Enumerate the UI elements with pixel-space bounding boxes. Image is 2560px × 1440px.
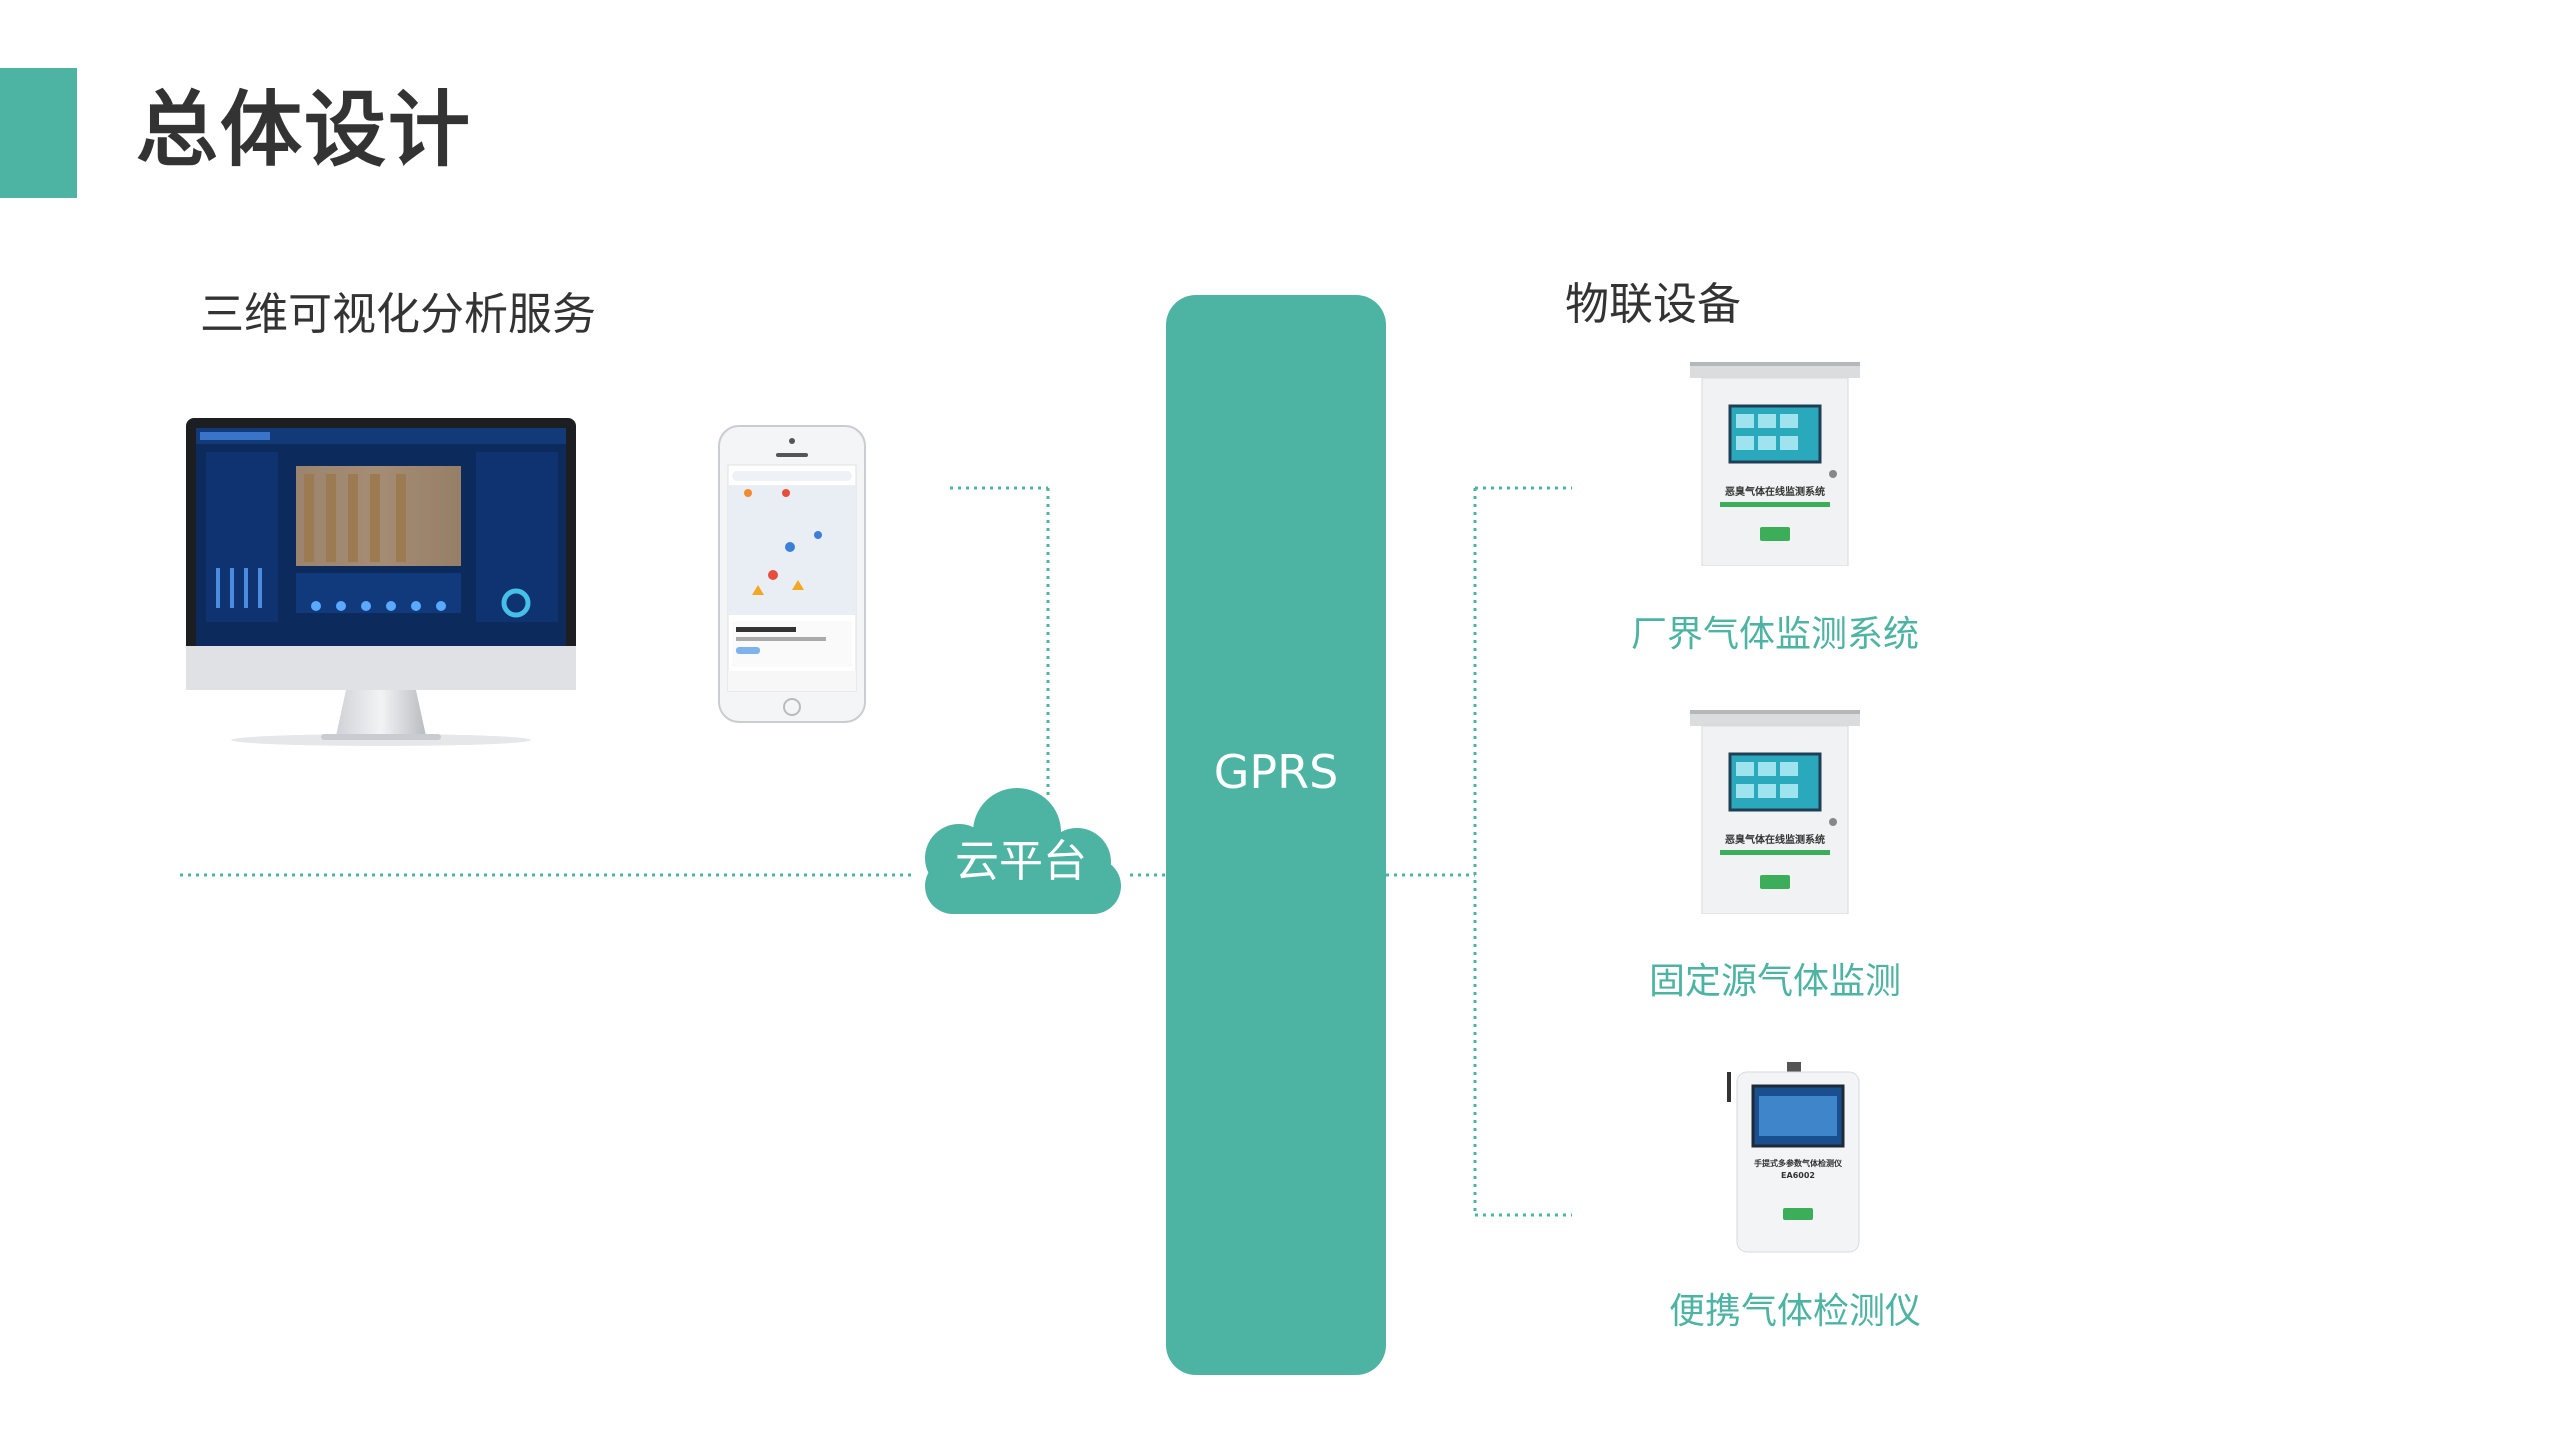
page-title: 总体设计 [136,83,473,178]
smartphone-icon [718,425,866,723]
device-1-label: 厂界气体监测系统 [1630,614,1919,655]
portable-gas-detector-icon: 手提式多参数气体检测仪 EA6002 [1727,1062,1860,1253]
device-3-label: 便携气体检测仪 [1668,1291,1921,1332]
desktop-monitor-icon [186,418,576,746]
gprs-label: GPRS [1213,745,1339,799]
device-3-panel-text: 手提式多参数气体检测仪 [1754,1158,1843,1168]
iot-devices-section-title: 物联设备 [1565,279,1741,330]
title-accent-bar [0,68,77,198]
cloud-icon [925,788,1121,914]
cloud-platform-label: 云平台 [955,836,1087,887]
device-2-panel-text: 恶臭气体在线监测系统 [1725,833,1825,846]
device-3-model-text: EA6002 [1781,1171,1815,1180]
visualization-section-title: 三维可视化分析服务 [200,289,596,340]
gprs-bar: GPRS [1166,295,1386,1375]
gas-monitoring-cabinet-icon: 恶臭气体在线监测系统 [1690,362,1860,566]
gas-monitoring-cabinet-icon: 恶臭气体在线监测系统 [1690,710,1860,914]
device-2-label: 固定源气体监测 [1648,961,1901,1002]
device-1-panel-text: 恶臭气体在线监测系统 [1725,485,1825,498]
